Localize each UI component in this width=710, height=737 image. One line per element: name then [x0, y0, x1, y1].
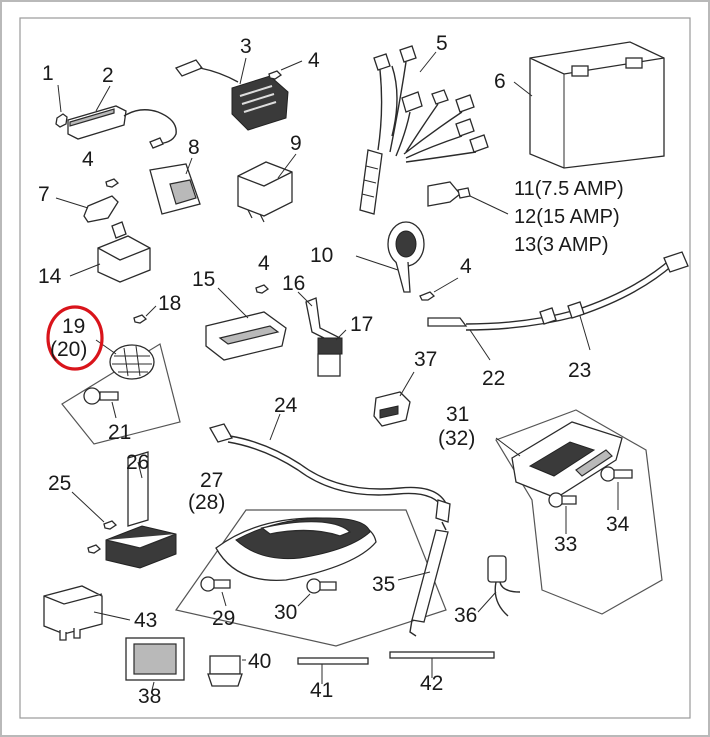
- part-31-taillight[interactable]: [495, 421, 623, 499]
- label-3: 3: [240, 35, 252, 58]
- label-27: 27: [200, 469, 223, 492]
- label-25: 25: [48, 472, 71, 495]
- label-38: 38: [138, 685, 161, 708]
- label-9: 9: [290, 132, 302, 155]
- part-30-bulb[interactable]: [297, 578, 337, 607]
- part-screw-small[interactable]: [87, 544, 102, 554]
- part-7-bracket[interactable]: [55, 195, 119, 223]
- part-5-wire-harness[interactable]: [359, 45, 489, 215]
- label-29: 29: [212, 607, 235, 630]
- label-4d: 4: [258, 252, 270, 275]
- part-27-headlight[interactable]: [215, 517, 377, 582]
- label-1: 1: [42, 62, 54, 85]
- label-22: 22: [482, 367, 505, 390]
- part-2-switch[interactable]: [67, 85, 177, 149]
- part-14-relay[interactable]: [69, 221, 151, 283]
- diagram-inner-border: [19, 17, 691, 719]
- part-1-screw[interactable]: [55, 84, 68, 128]
- part-26-flasher[interactable]: [105, 451, 177, 569]
- label-36: 36: [454, 604, 477, 627]
- label-11: 11(7.5 AMP): [514, 178, 624, 200]
- part-40-connector[interactable]: [207, 655, 246, 687]
- part-10-horn[interactable]: [355, 221, 425, 293]
- part-6-battery[interactable]: [513, 41, 665, 169]
- part-37-switch[interactable]: [373, 371, 415, 427]
- label-13: 13(3 AMP): [514, 234, 608, 256]
- part-34-screw[interactable]: [600, 466, 633, 510]
- label-26: 26: [126, 451, 149, 474]
- part-42-strip[interactable]: [389, 651, 495, 678]
- label-18: 18: [158, 292, 181, 315]
- part-24-cable[interactable]: [209, 413, 451, 523]
- label-21: 21: [108, 421, 131, 444]
- part-4b-screw[interactable]: [105, 178, 120, 188]
- label-42: 42: [420, 672, 443, 695]
- part-35-spring[interactable]: [397, 521, 449, 637]
- part-8-cover[interactable]: [149, 157, 201, 215]
- label-30: 30: [274, 601, 297, 624]
- label-4a: 4: [308, 49, 320, 72]
- label-7: 7: [38, 183, 50, 206]
- label-12: 12(15 AMP): [514, 206, 620, 228]
- part-18-screw[interactable]: [133, 305, 157, 324]
- part-9-relay[interactable]: [237, 153, 297, 223]
- part-17-socket[interactable]: [317, 329, 347, 377]
- label-31: 31: [446, 403, 469, 426]
- label-15: 15: [192, 268, 215, 291]
- label-41: 41: [310, 679, 333, 702]
- part-38-module[interactable]: [125, 637, 185, 691]
- part-25-screw[interactable]: [71, 491, 118, 530]
- label-14: 14: [38, 265, 62, 288]
- label-4c: 4: [460, 255, 472, 278]
- part-36-sensor[interactable]: [477, 555, 521, 617]
- part-4d-screw[interactable]: [255, 284, 270, 294]
- label-6: 6: [494, 70, 506, 93]
- highlight-circle: [46, 305, 104, 371]
- label-32: (32): [438, 427, 475, 450]
- part-29-bulb[interactable]: [200, 576, 231, 607]
- label-10: 10: [310, 244, 333, 267]
- part-15-cdi-unit[interactable]: [205, 287, 287, 361]
- part-21-bulb[interactable]: [83, 387, 119, 419]
- label-43: 43: [134, 609, 157, 632]
- part-43-relay[interactable]: [43, 585, 131, 641]
- part-33-bulb[interactable]: [548, 492, 577, 534]
- label-37: 37: [414, 348, 437, 371]
- group-31-34: [495, 409, 663, 615]
- part-19-lamp[interactable]: [95, 339, 155, 380]
- label-23: 23: [568, 359, 591, 382]
- part-23-cable[interactable]: [465, 251, 689, 351]
- label-20: (20): [50, 338, 87, 361]
- label-4b: 4: [82, 148, 94, 171]
- label-33: 33: [554, 533, 577, 556]
- part-3-regulator[interactable]: [174, 57, 289, 131]
- label-19: 19: [62, 315, 85, 338]
- label-34: 34: [606, 513, 630, 536]
- label-8: 8: [188, 136, 200, 159]
- part-41-strip[interactable]: [297, 657, 369, 684]
- label-24: 24: [274, 394, 298, 417]
- label-5: 5: [436, 32, 448, 55]
- label-16: 16: [282, 272, 305, 295]
- part-4c-screw[interactable]: [419, 277, 459, 301]
- part-22-sensor[interactable]: [427, 317, 491, 361]
- label-17: 17: [350, 313, 373, 336]
- label-40: 40: [248, 650, 271, 673]
- part-4a-screw[interactable]: [268, 60, 303, 80]
- group-27-30: [174, 509, 447, 647]
- label-28: (28): [188, 491, 225, 514]
- label-2: 2: [102, 64, 114, 87]
- label-35: 35: [372, 573, 395, 596]
- part-11-13-fuse[interactable]: [427, 181, 509, 215]
